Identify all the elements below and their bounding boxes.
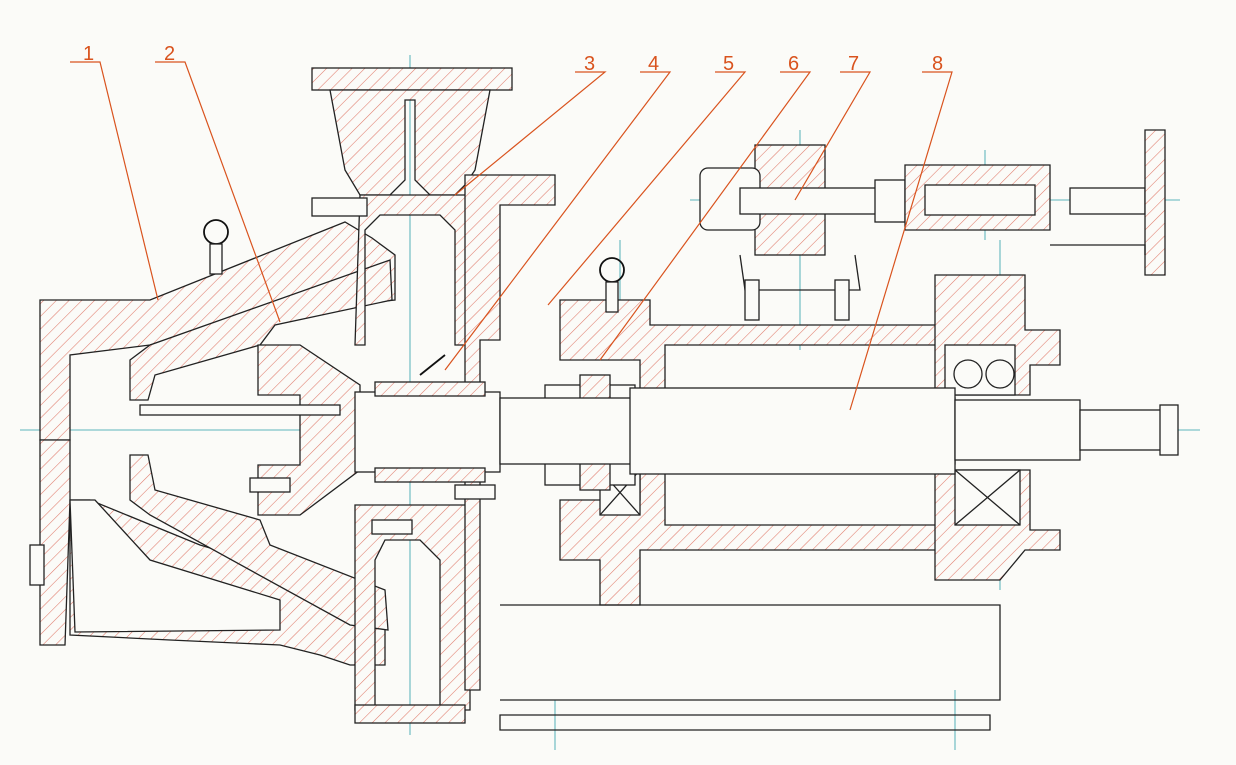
callout-5: 5 — [723, 53, 734, 75]
lifting-eye-left — [203, 219, 229, 275]
callout-1: 1 — [83, 43, 94, 65]
pump-casing-rear-cover — [29, 221, 396, 666]
auxiliary-drive-shaft — [699, 129, 1166, 321]
callout-6: 6 — [788, 53, 799, 75]
impeller — [129, 259, 393, 631]
bearing-bracket — [499, 274, 1061, 731]
main-shaft — [499, 387, 1179, 475]
lifting-eye-right — [599, 257, 625, 313]
callout-2: 2 — [164, 43, 175, 65]
shaft-seal-sleeve — [354, 354, 501, 500]
callout-8: 8 — [932, 53, 943, 75]
callout-3: 3 — [584, 53, 595, 75]
callout-7: 7 — [848, 53, 859, 75]
volute-discharge-nozzle — [311, 67, 556, 724]
callout-4: 4 — [648, 53, 659, 75]
callout-leaders — [70, 61, 953, 411]
